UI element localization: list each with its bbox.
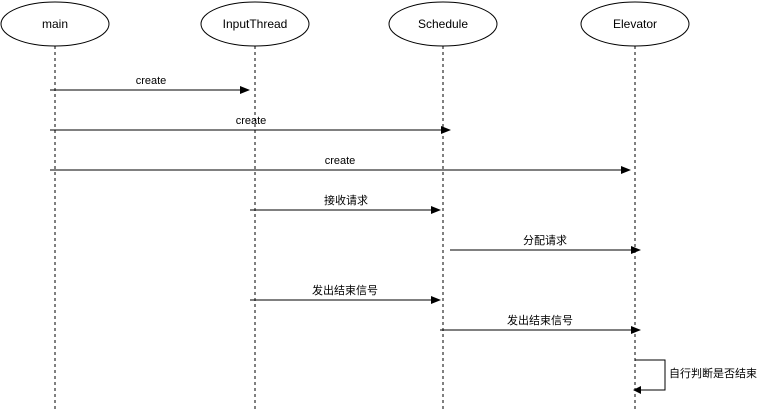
message-label: create [325, 155, 356, 167]
message-label: 分配请求 [523, 234, 567, 247]
message-end-signal-schedule: 发出结束信号 [250, 283, 441, 304]
participant-inputthread: InputThread [200, 1, 310, 47]
participant-schedule: Schedule [388, 1, 498, 47]
message-end-signal-elevator: 发出结束信号 [440, 313, 641, 334]
participant-inputthread-label: InputThread [223, 17, 288, 31]
self-message-arrowhead [633, 386, 641, 394]
message-create-inputthread: create [50, 75, 250, 94]
message-label: create [236, 115, 267, 127]
message-label: 接收请求 [324, 193, 368, 207]
participant-elevator-label: Elevator [613, 17, 657, 31]
self-message-arrow [635, 359, 666, 391]
message-label: create [136, 75, 167, 87]
participant-inputthread-shape [200, 1, 310, 47]
participant-schedule-label: Schedule [418, 17, 468, 31]
participant-elevator: Elevator [580, 1, 690, 47]
message-dispatch-request: 分配请求 [450, 234, 641, 254]
participant-elevator-shape [580, 1, 690, 47]
message-label: 发出结束信号 [507, 313, 573, 327]
self-message-elevator: 自行判断是否结束 [633, 359, 757, 394]
participant-main-label: main [42, 17, 68, 31]
message-create-schedule: create [50, 115, 451, 134]
message-label: 发出结束信号 [312, 283, 378, 297]
participant-main-shape [0, 1, 110, 47]
message-create-elevator: create [50, 155, 631, 174]
self-message-label: 自行判断是否结束 [669, 366, 757, 380]
message-receive-request: 接收请求 [250, 193, 441, 214]
participant-schedule-shape [388, 1, 498, 47]
participant-main: main [0, 1, 110, 47]
